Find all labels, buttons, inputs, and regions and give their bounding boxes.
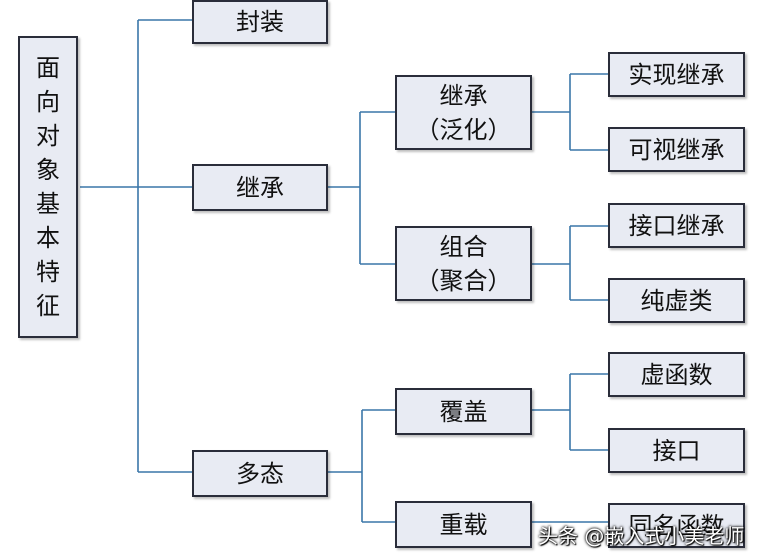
node-overload: 重载 [395,501,532,548]
root-char: 向 [36,88,60,116]
node-interface: 接口 [608,428,745,473]
root-char: 特 [36,258,60,286]
root-char: 对 [36,122,60,150]
root-node-oop-features: 面 向 对 象 基 本 特 征 [18,36,78,338]
node-label: 封装 [236,8,284,36]
node-label: 可视继承 [628,135,725,164]
node-aggregation: 组合 （聚合） [395,226,532,301]
node-pure-virtual-class: 纯虚类 [608,278,745,323]
node-override: 覆盖 [395,388,532,435]
node-label: 多态 [236,459,284,488]
node-virtual-function: 虚函数 [608,352,745,397]
node-interface-inheritance: 接口继承 [608,203,745,248]
node-same-name-function: 同名函数 [608,503,745,548]
node-label: 接口继承 [628,211,725,240]
root-char: 基 [36,190,60,218]
node-label: 实现继承 [628,60,725,89]
node-encapsulation: 封装 [192,0,328,44]
node-label: 纯虚类 [640,286,713,315]
watermark-text: 头条 @嵌入式小美老师 [538,524,745,548]
node-label-line: 组合 [439,232,488,261]
node-label-line: （聚合） [415,266,512,295]
node-implementation-inheritance: 实现继承 [608,52,745,97]
node-label: 重载 [439,510,488,539]
node-polymorphism: 多态 [192,450,328,497]
node-generalization: 继承 （泛化） [395,75,532,150]
root-char: 本 [36,224,60,252]
node-label: 接口 [652,436,701,465]
root-char: 征 [36,292,60,320]
node-label: 虚函数 [640,360,713,389]
node-inheritance: 继承 [192,164,328,211]
root-char: 面 [36,54,60,82]
node-visual-inheritance: 可视继承 [608,127,745,172]
node-label: 继承 [236,173,284,202]
root-char: 象 [36,156,60,184]
node-label: 同名函数 [628,511,725,540]
node-label-line: 继承 [439,81,488,110]
node-label-line: （泛化） [415,115,512,144]
node-label: 覆盖 [439,397,488,426]
